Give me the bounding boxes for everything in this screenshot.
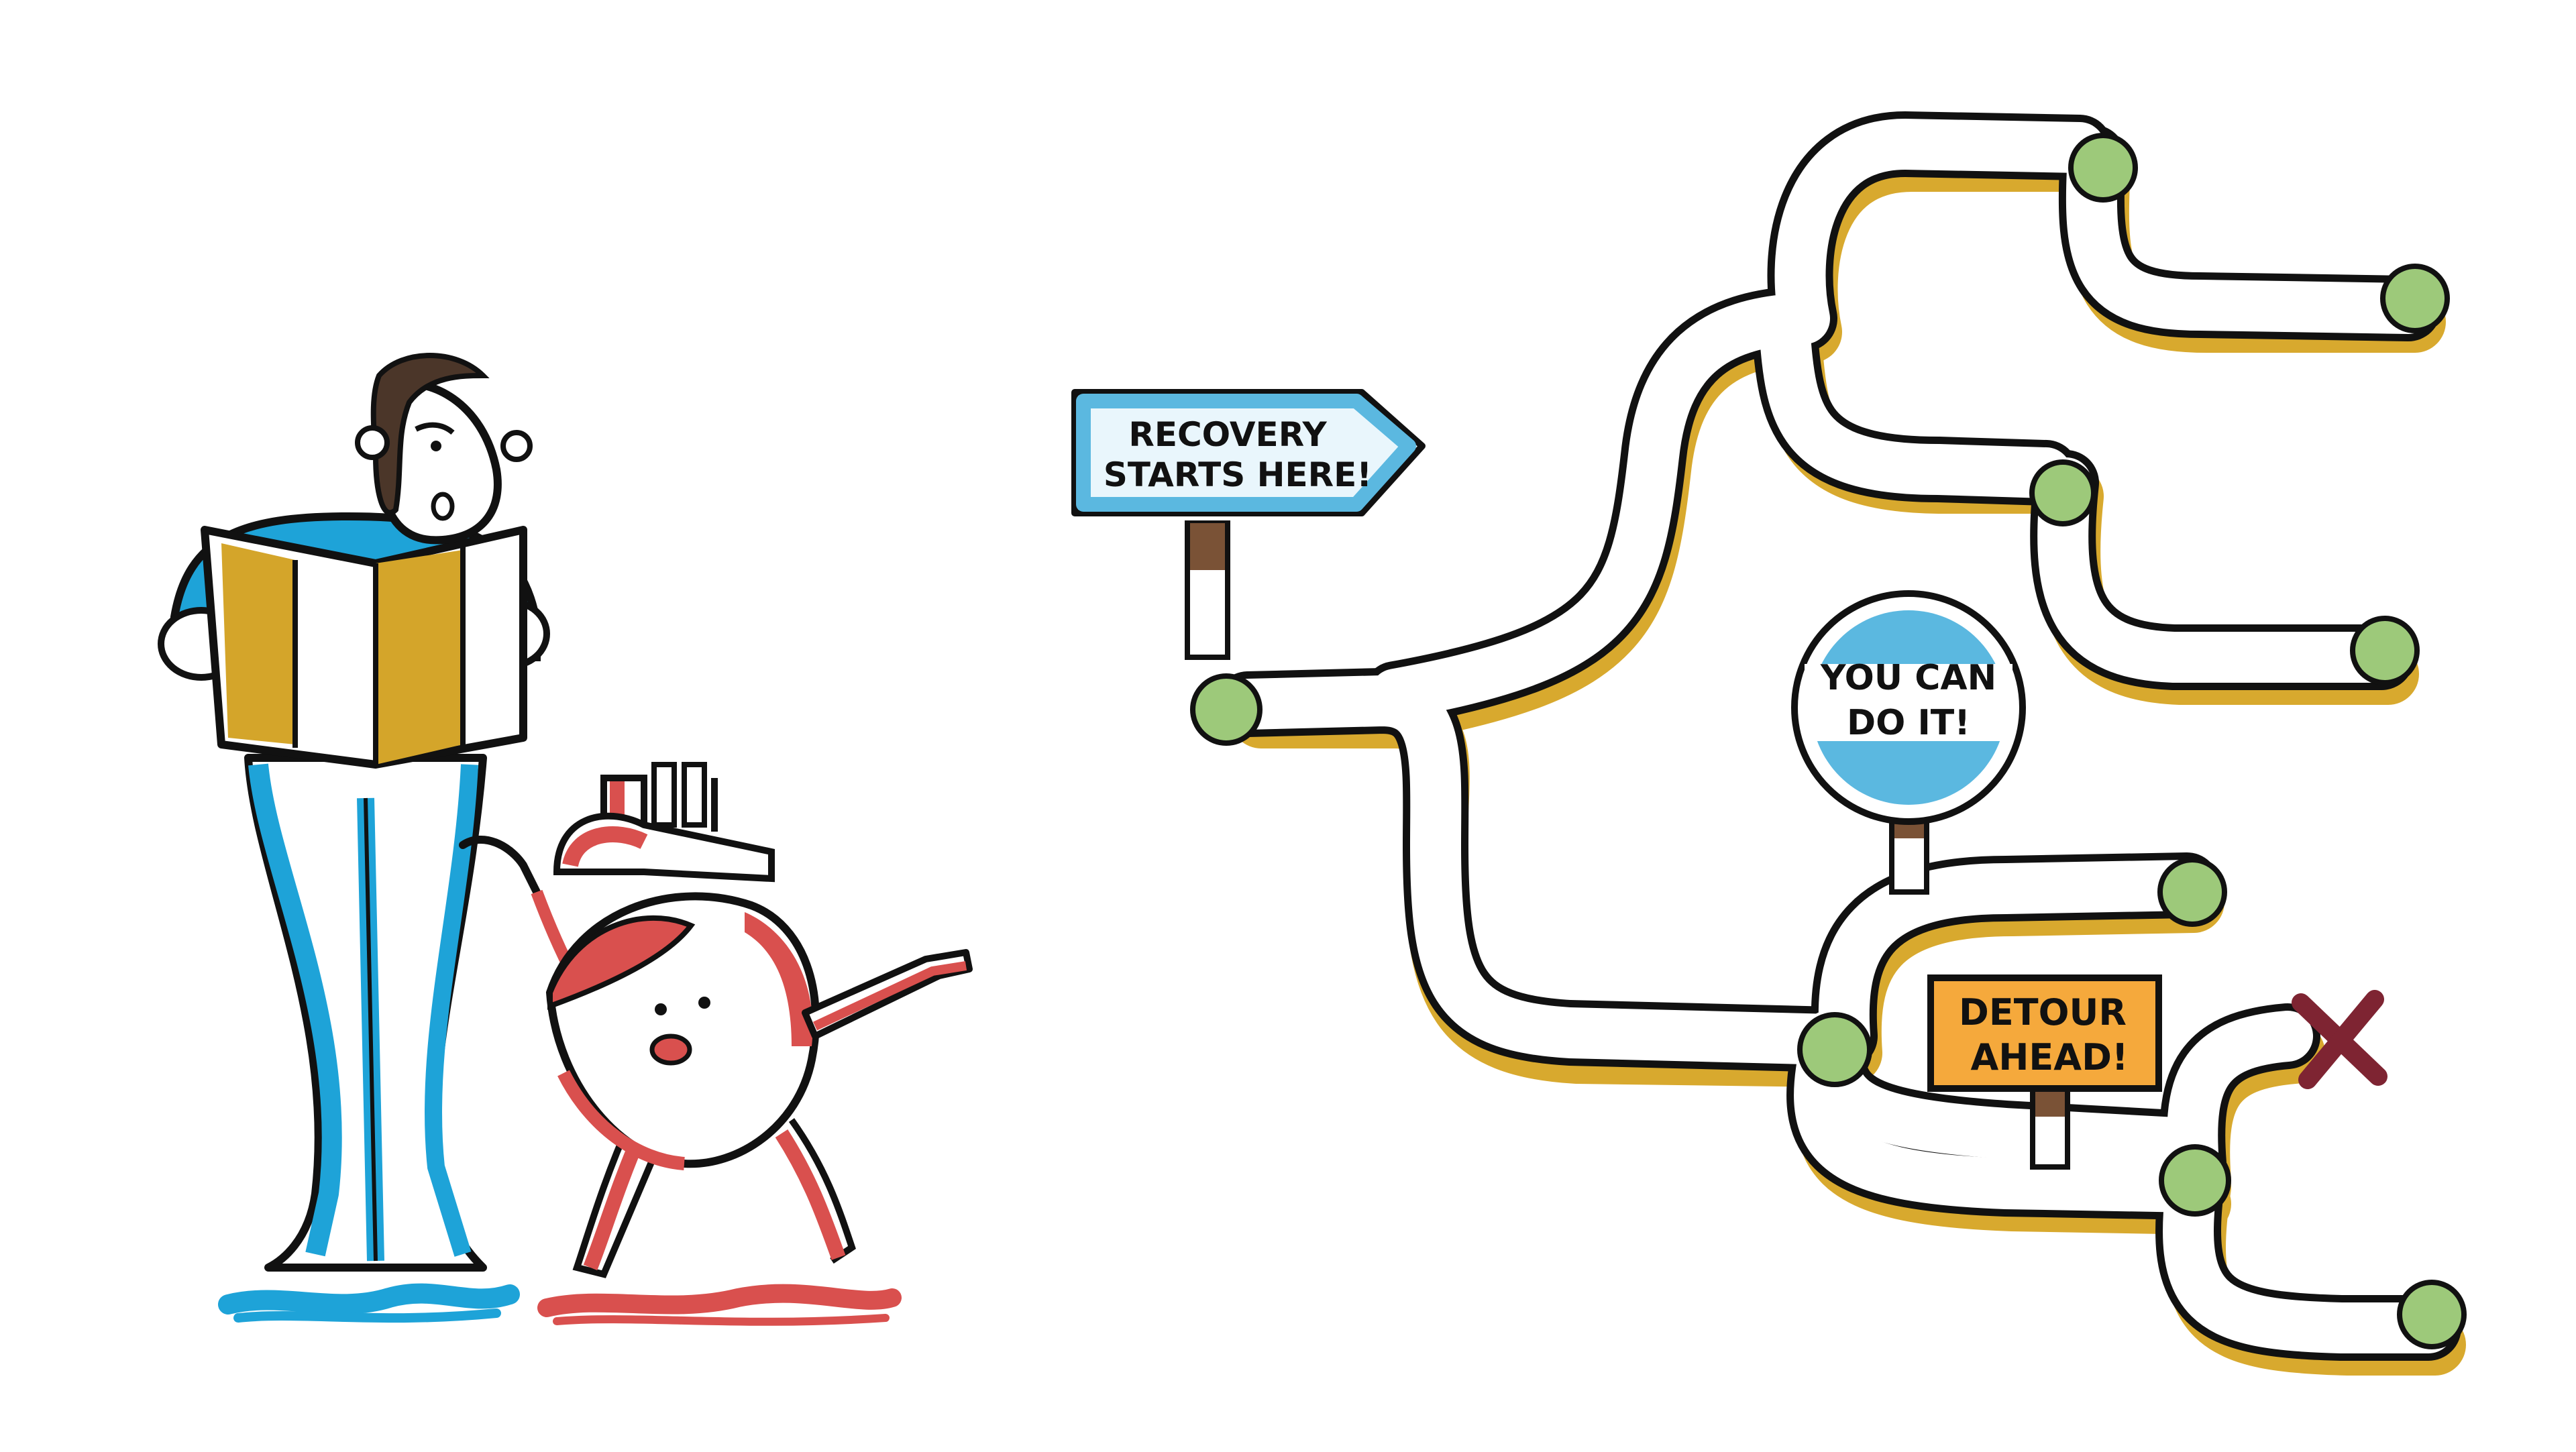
heart-character-pointing-icon: [531, 762, 973, 1326]
detour-sign-board: [1927, 974, 2162, 1092]
x-mark-icon: [2292, 990, 2387, 1089]
road-network: [1215, 111, 2466, 1376]
person-face: [415, 422, 455, 435]
recovery-sign: RECOVERY STARTS HERE!: [1071, 389, 1426, 660]
node-mid-end: [2350, 616, 2420, 685]
node-bottom-end: [2397, 1280, 2467, 1349]
detour-sign-line2: AHEAD!: [1970, 1036, 2128, 1078]
person-ground: [218, 1283, 520, 1315]
node-mid: [2029, 459, 2096, 526]
node-top-end: [2380, 264, 2450, 333]
node-top: [2068, 133, 2138, 203]
node-lower-top-end: [2157, 857, 2227, 927]
route-nodes: [1190, 133, 2467, 1349]
detour-sign-line1: DETOUR: [1959, 991, 2127, 1034]
encourage-sign-line1: YOU CAN: [1820, 658, 1996, 698]
heart-ground: [537, 1284, 902, 1317]
encourage-sign: YOU CAN DO IT!: [1791, 590, 2026, 895]
node-start: [1190, 673, 1263, 746]
node-lower-mid: [2159, 1144, 2231, 1217]
detour-sign: DETOUR AHEAD!: [1927, 974, 2162, 1170]
encourage-sign-line2: DO IT!: [1847, 703, 1970, 743]
recovery-sign-line2: STARTS HERE!: [1104, 455, 1372, 494]
arrow-sign-board: [1071, 389, 1426, 516]
recovery-sign-line1: RECOVERY: [1128, 415, 1327, 454]
person-reading-map-icon: [158, 353, 550, 1323]
node-lower-junction: [1797, 1012, 1872, 1087]
